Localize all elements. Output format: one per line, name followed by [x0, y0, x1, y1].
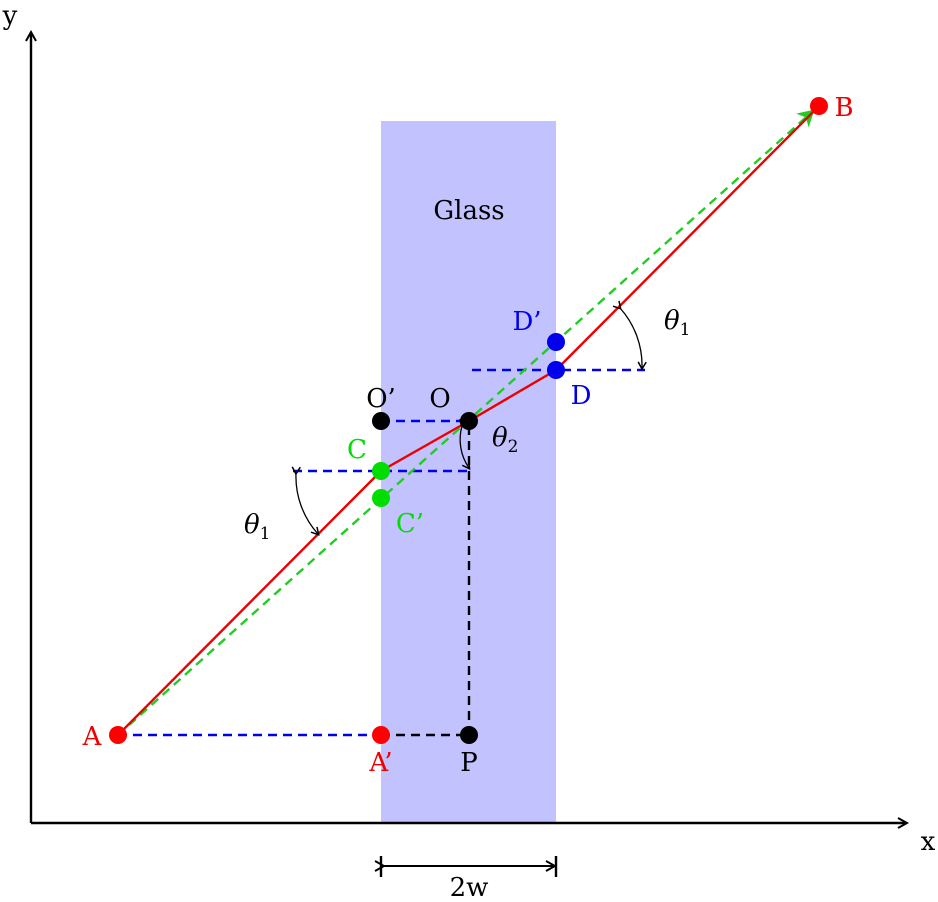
theta2-arc: [459, 418, 471, 471]
point-o: [460, 412, 478, 430]
point-a-prime: [372, 726, 390, 744]
label-p: P: [460, 748, 478, 778]
point-c: [372, 462, 390, 480]
label-b: B: [834, 93, 853, 123]
width-label: 2w: [450, 873, 489, 902]
point-d: [547, 361, 565, 379]
label-a: A: [82, 722, 103, 752]
label-c: C: [347, 435, 367, 465]
point-c-prime: [372, 489, 390, 507]
label-d: D: [571, 381, 592, 411]
point-d-prime: [547, 333, 565, 351]
glass-label: Glass: [433, 196, 504, 226]
label-o: O: [429, 384, 450, 414]
point-o-prime: [372, 412, 390, 430]
theta1-label-left: θ1: [244, 510, 270, 544]
label-c-prime: C’: [396, 509, 424, 539]
x-axis-label: x: [921, 827, 936, 857]
label-d-prime: D’: [512, 307, 541, 337]
theta1-label-right: θ1: [664, 306, 690, 340]
y-axis-label: y: [2, 1, 18, 31]
point-b: [810, 97, 828, 115]
theta1-arc-exit: [612, 300, 647, 371]
theta1-arc-incident: [291, 466, 320, 536]
theta2-label: θ2: [492, 423, 518, 457]
point-a: [109, 726, 127, 744]
label-a-prime: A’: [368, 748, 392, 778]
point-p: [460, 726, 478, 744]
label-o-prime: O’: [366, 384, 396, 414]
